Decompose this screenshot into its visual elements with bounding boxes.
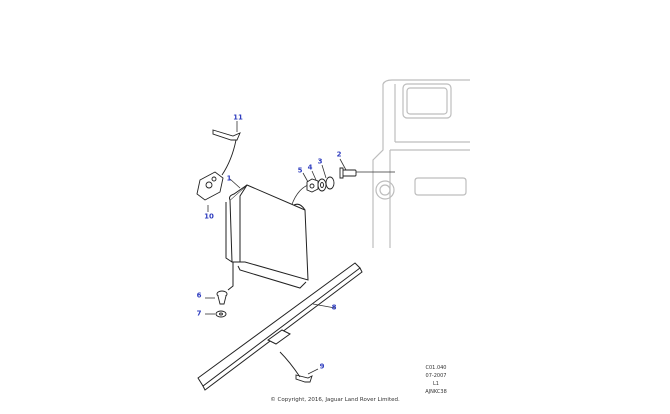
vehicle-body-outline [372,79,470,248]
callout-1: 1 [226,174,232,183]
callout-7: 7 [196,309,202,318]
callout-6: 6 [196,291,202,300]
reference-block: C01.040 07-2007 L1 AJNKC38 [418,364,454,396]
callout-11: 11 [233,113,243,122]
leader-lines [205,121,395,375]
callout-5: 5 [297,166,303,175]
ref-id: AJNKC38 [425,389,447,395]
callout-10: 10 [204,212,214,221]
part-3-washer [325,176,335,190]
part-1-panel [225,184,309,291]
part-9-clip [279,351,313,383]
callout-8: 8 [331,303,337,312]
callout-9: 9 [319,362,325,371]
part-4-washer [317,178,327,192]
part-10-bracket [196,171,224,201]
ref-code: C01.040 [425,365,447,371]
part-2-bolt [339,167,357,179]
part-5-nut [306,178,319,193]
part-11-clip [212,129,241,176]
part-8-strip [197,262,363,391]
callout-2: 2 [336,150,342,159]
copyright-text: © Copyright, 2016, Jaguar Land Rover Lim… [270,397,400,403]
ref-model: L1 [433,381,439,387]
callout-3: 3 [317,157,323,166]
callout-4: 4 [307,163,313,172]
part-7-washer [215,310,227,318]
ref-date: 07-2007 [425,373,447,379]
part-6-rivet [216,290,228,305]
